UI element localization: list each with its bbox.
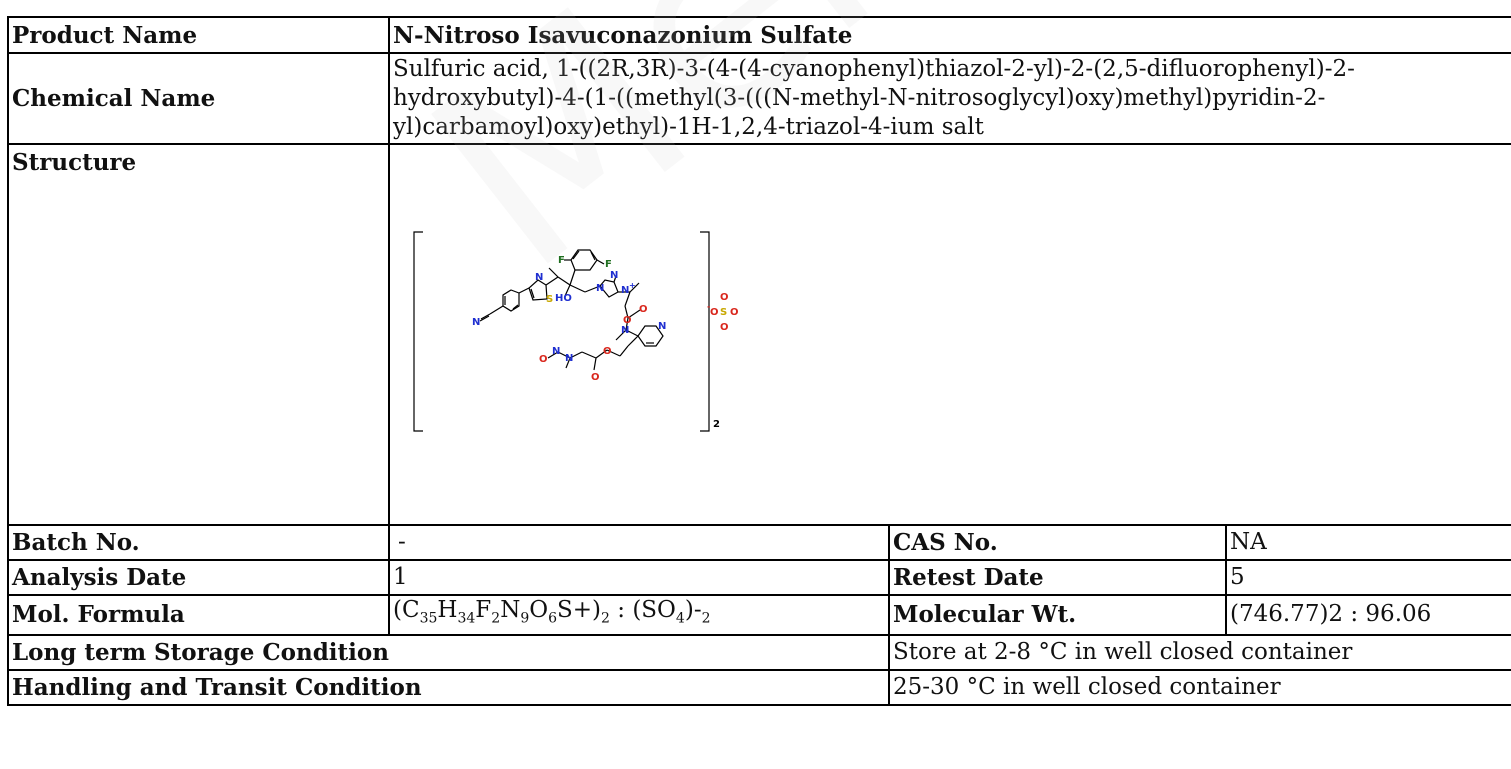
atom-o: O xyxy=(730,307,739,318)
analysis-date-value: 1 xyxy=(388,559,890,596)
atom-n: N xyxy=(610,270,618,281)
storage-label: Long term Storage Condition xyxy=(7,633,890,671)
mol-formula-value: (C35H34F2N9O6S+)2 : (SO4)-2 xyxy=(388,594,890,636)
bracket-subscript: 2 xyxy=(713,419,720,430)
analysis-date-label: Analysis Date xyxy=(7,559,390,596)
structure-atoms: F F HO S N N N N N + O O N N O O N xyxy=(472,255,720,430)
row-chemical-name: Chemical Name Sulfuric acid, 1-((2R,3R)-… xyxy=(7,52,1511,145)
handling-value: 25-30 °C in well closed container xyxy=(888,668,1511,706)
atom-o: O xyxy=(720,322,729,333)
formula-part: N xyxy=(500,597,521,623)
atom-f: F xyxy=(558,255,565,266)
atom-n: N xyxy=(535,272,543,283)
atom-n: N xyxy=(565,353,573,364)
molecular-wt-label: Molecular Wt. xyxy=(888,594,1227,636)
formula-subscript: 6 xyxy=(548,610,558,627)
atom-n: N xyxy=(658,321,666,332)
atom-n: N xyxy=(552,346,560,357)
formula-subscript: 2 xyxy=(601,610,610,627)
atom-o: O xyxy=(591,372,600,383)
atom-n: N xyxy=(621,325,629,336)
formula-subscript: 2 xyxy=(701,610,711,627)
charge-minus: - xyxy=(707,302,710,311)
atom-f: F xyxy=(605,259,612,270)
formula-subscript: 4 xyxy=(675,610,685,627)
atom-o: O xyxy=(623,315,632,326)
atom-o: O xyxy=(720,292,729,303)
chemical-structure-image: F F HO S N N N N N + O O N N O O N xyxy=(413,231,739,432)
handling-label: Handling and Transit Condition xyxy=(7,668,890,706)
atom-ho: HO xyxy=(555,293,572,304)
chemical-name-label: Chemical Name xyxy=(7,52,390,145)
retest-date-label: Retest Date xyxy=(888,559,1227,596)
row-product-name: Product Name N-Nitroso Isavuconazonium S… xyxy=(7,16,1511,54)
row-batch: Batch No. - CAS No. NA xyxy=(7,524,1511,561)
cas-no-value: NA xyxy=(1225,524,1511,561)
atom-n: N xyxy=(596,283,604,294)
retest-date-value: 5 xyxy=(1225,559,1511,596)
formula-subscript: 9 xyxy=(520,610,530,627)
formula-part: F xyxy=(475,597,492,623)
product-name-label: Product Name xyxy=(7,16,390,54)
formula-part: O xyxy=(529,597,549,623)
atom-n: N xyxy=(621,285,629,296)
row-structure: Structure xyxy=(7,143,1511,526)
row-storage: Long term Storage Condition Store at 2-8… xyxy=(7,633,1511,671)
structure-bonds xyxy=(413,231,710,432)
row-dates: Analysis Date 1 Retest Date 5 xyxy=(7,559,1511,596)
coa-table: Product Name N-Nitroso Isavuconazonium S… xyxy=(7,16,1511,706)
atom-s: S xyxy=(546,294,553,305)
storage-value: Store at 2-8 °C in well closed container xyxy=(888,633,1511,671)
atom-o: O xyxy=(639,304,648,315)
atom-o: O xyxy=(603,346,612,357)
atom-s: S xyxy=(720,307,727,318)
structure-label: Structure xyxy=(7,143,390,526)
charge-plus: + xyxy=(629,281,636,290)
formula-part: : (SO xyxy=(609,597,676,623)
formula-part: )- xyxy=(684,597,702,623)
formula-subscript: 2 xyxy=(491,610,501,627)
chemical-name-value: Sulfuric acid, 1-((2R,3R)-3-(4-(4-cyanop… xyxy=(388,52,1511,145)
formula-part: (C xyxy=(393,597,420,623)
batch-no-label: Batch No. xyxy=(7,524,390,561)
formula-subscript: 35 xyxy=(419,610,438,627)
atom-o: O xyxy=(710,307,719,318)
structure-image-cell: F F HO S N N N N N + O O N N O O N xyxy=(388,143,1511,526)
atom-n: N xyxy=(472,317,480,328)
formula-part: S+) xyxy=(557,597,602,623)
mol-formula-label: Mol. Formula xyxy=(7,594,390,636)
cas-no-label: CAS No. xyxy=(888,524,1227,561)
atom-o: O xyxy=(539,354,548,365)
formula-subscript: 34 xyxy=(457,610,476,627)
formula-part: H xyxy=(437,597,458,623)
sulfate-ion: O S O O O - xyxy=(707,292,739,333)
batch-no-value: - xyxy=(388,524,890,561)
row-formula: Mol. Formula (C35H34F2N9O6S+)2 : (SO4)-2… xyxy=(7,594,1511,636)
molecular-wt-value: (746.77)2 : 96.06 xyxy=(1225,594,1511,636)
product-name-value: N-Nitroso Isavuconazonium Sulfate xyxy=(388,16,1511,54)
row-handling: Handling and Transit Condition 25-30 °C … xyxy=(7,668,1511,706)
